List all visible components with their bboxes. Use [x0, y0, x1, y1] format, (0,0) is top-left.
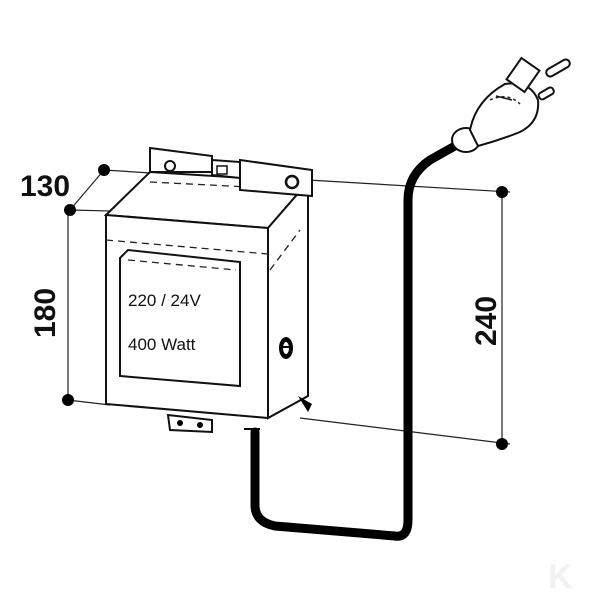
dimension-dots — [62, 164, 508, 450]
dimension-depth-label: 130 — [20, 170, 70, 203]
nameplate-wattage: 400 Watt — [128, 335, 196, 354]
power-plug — [451, 56, 571, 153]
mounting-bracket — [149, 146, 313, 198]
dimension-overall-label: 240 — [470, 296, 503, 346]
nameplate: 220 / 24V 400 Watt — [119, 248, 241, 388]
nameplate-voltage: 220 / 24V — [128, 291, 201, 310]
power-cable — [244, 137, 467, 541]
watermark-logo: K — [548, 558, 573, 596]
dimension-height-label: 180 — [29, 288, 62, 338]
side-screw — [279, 337, 293, 359]
terminal-block — [166, 396, 312, 434]
